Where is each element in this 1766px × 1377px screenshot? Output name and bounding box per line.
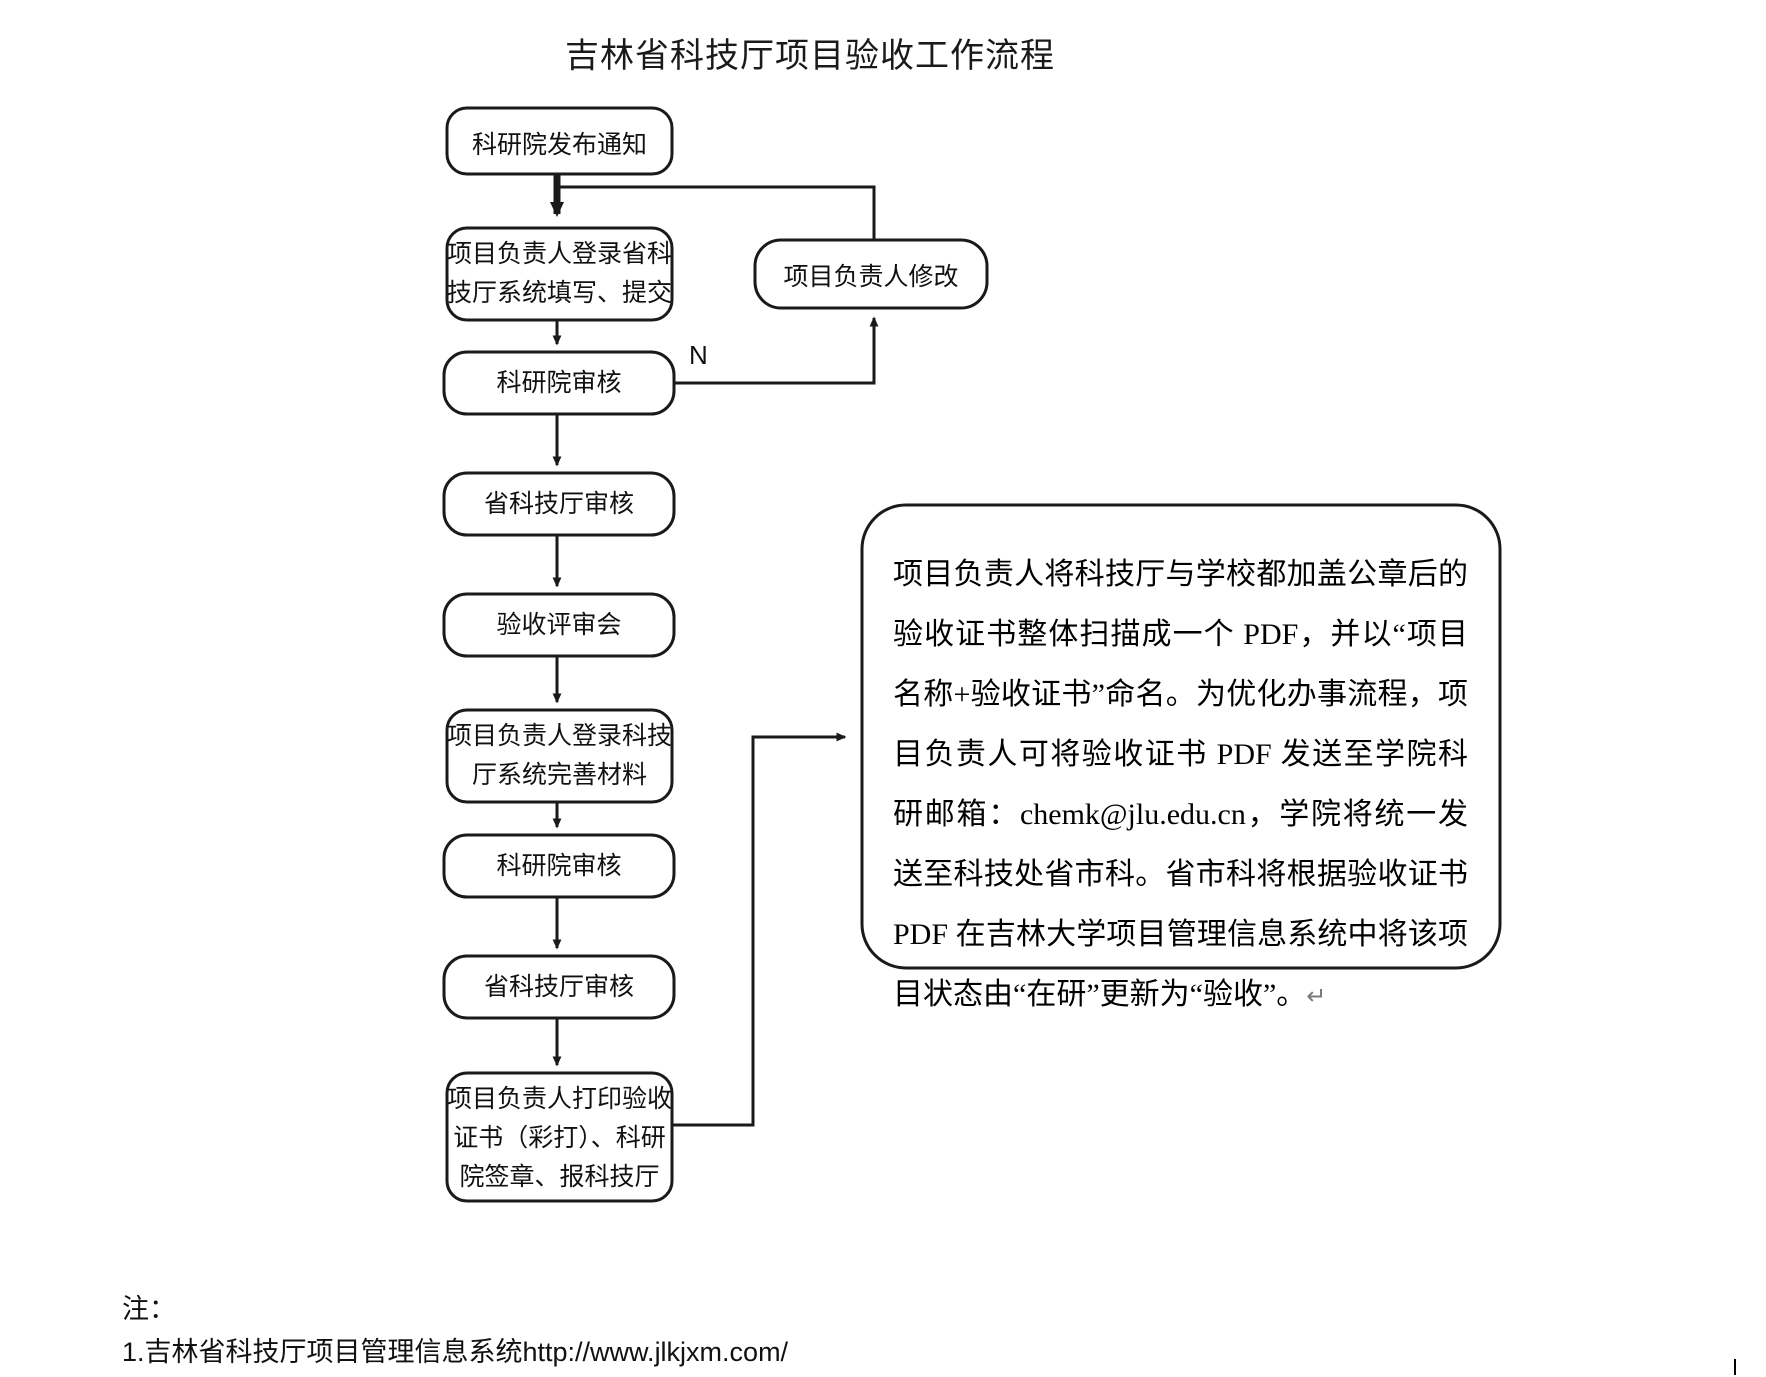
edge-n1-rail xyxy=(557,185,876,240)
node-shape-n4 xyxy=(442,471,676,537)
note-shape xyxy=(860,503,1502,970)
node-shape-n6 xyxy=(445,708,674,804)
node-shape-n8 xyxy=(442,954,676,1020)
node-shape-n7 xyxy=(442,833,676,899)
node-shape-n5 xyxy=(442,592,676,658)
node-shape-n10 xyxy=(753,238,989,310)
node-shape-n9 xyxy=(445,1071,674,1203)
edge-n3-n10-reject xyxy=(674,316,879,385)
node-shape-n3 xyxy=(442,350,676,416)
node-shape-n2 xyxy=(445,226,674,322)
edge-n9-note xyxy=(672,732,847,1127)
node-shape-n1 xyxy=(445,106,674,176)
